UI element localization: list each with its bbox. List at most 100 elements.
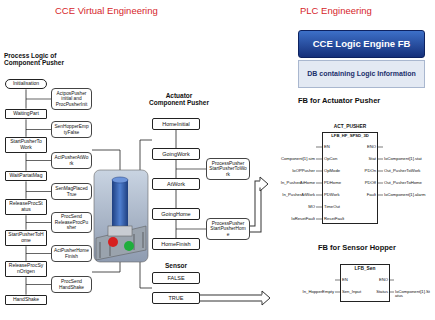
node-text: ProcessPusher StartPusherToWork	[209, 161, 247, 178]
pin-name: PDOn	[350, 169, 376, 174]
node-text: ReleaseProcStatus	[8, 201, 44, 213]
sequence-line	[26, 277, 27, 294]
connector-group	[26, 215, 27, 230]
sequence-line	[26, 153, 27, 170]
node-text: ProcessPusher StartPusherHome	[209, 221, 247, 238]
transition-condition: ProcSend HandShake	[51, 276, 92, 292]
db-box: DB containing Logic Information	[298, 60, 425, 88]
transition-tick	[26, 222, 51, 223]
transition-tick	[26, 160, 51, 161]
node-text: ActPusherAtWork	[54, 155, 89, 166]
engine-banner: CCE Logic Engine FB	[298, 30, 425, 58]
process-step: HandShake	[5, 295, 47, 306]
group-heading: Actuator Component Pusher	[148, 92, 210, 107]
process-step: ReleaseProcSynOrigen	[5, 261, 47, 278]
bracket-line	[140, 262, 152, 288]
connector-group	[176, 160, 177, 179]
actuator-state: GoingWork	[152, 148, 200, 159]
pin-wire	[378, 195, 383, 196]
fb-group: FB for Sensor HopperLFB_Sen	[270, 244, 433, 314]
signal-name: IoResetFault	[262, 217, 315, 222]
node-text: TRUE	[155, 295, 197, 301]
signal-name: IoComponent[1].Status	[395, 290, 432, 300]
sensor-state: FALSE	[152, 272, 200, 283]
node-text: WaitPartatMag	[8, 173, 44, 179]
simulation-view	[94, 170, 148, 262]
sequence-line	[176, 130, 177, 149]
connector-group	[176, 220, 177, 239]
hollow-arrow	[200, 295, 263, 302]
transition-tick	[176, 169, 206, 170]
node-text: FB for Sensor Hopper	[318, 244, 433, 253]
actuator-state: GoingHome	[152, 208, 200, 219]
transition-condition: ProcessPusher StartPusherHome	[206, 218, 250, 240]
connector-group	[200, 291, 270, 305]
green-part	[124, 241, 134, 251]
node-text: StartPusherToHome	[8, 232, 44, 244]
pin-name: Sen_Input	[342, 290, 368, 295]
process-step: WaitPartatMag	[5, 171, 47, 182]
pin-wire	[378, 171, 383, 172]
signal-name: IoComponent[1].alarm	[384, 193, 432, 198]
hollow-arrow	[250, 184, 261, 229]
transition-condition: ActPusherAtWork	[51, 152, 92, 168]
pin-name: ENO	[366, 278, 388, 283]
connector-group	[26, 89, 27, 108]
pusher-cylinder	[112, 180, 128, 232]
pin-wire	[378, 159, 383, 160]
page-title: CCE Virtual Engineering	[55, 5, 158, 16]
pin-wire	[390, 292, 394, 293]
connector-group	[176, 190, 177, 209]
sequence-line	[176, 160, 177, 179]
transition-condition: ProcessPusher StartPusherToWork	[206, 158, 250, 180]
connector-group	[176, 130, 177, 149]
transition-condition: ActposPusher initial and ProcPusherInit	[51, 88, 92, 110]
sequence-line	[26, 119, 27, 136]
pin-name: PDHome	[324, 181, 351, 186]
signal-name: Out_PusherToWork	[384, 169, 432, 174]
node-text: SenHopperEmptyFalse	[54, 124, 89, 135]
transition-condition: ActPusherHomeFinish	[51, 245, 92, 261]
node-text: FALSE	[155, 275, 197, 281]
process-step: Initialisation	[5, 79, 47, 90]
sequence-line	[26, 181, 27, 198]
node-text: Initialisation	[8, 81, 44, 87]
transition-tick	[26, 129, 51, 130]
signal-name: MO	[262, 205, 315, 210]
transition-tick	[26, 284, 51, 285]
cylinder-top	[112, 177, 128, 183]
node-text: LFB_Sen	[342, 266, 388, 272]
connector-group	[26, 277, 27, 294]
sequence-line	[26, 215, 27, 230]
actuator-state: HomeFinish	[152, 238, 200, 249]
arrow-head	[262, 291, 270, 305]
node-text: ActposPusher initial and ProcPusherInit	[54, 91, 89, 108]
connector-group	[26, 153, 27, 170]
sequence-line	[176, 220, 177, 239]
pin-name: OpMode	[324, 169, 351, 174]
node-text: StartPusherToWork	[8, 139, 44, 151]
signal-name: IoComponent[1].stat	[384, 157, 432, 162]
node-text: ProcSend HandShake	[54, 279, 89, 290]
process-step: WaitingPart	[5, 109, 47, 120]
sequence-line	[176, 190, 177, 209]
node-text: AtWork	[155, 181, 197, 187]
group-heading: Process Logic of Component Pusher	[4, 52, 90, 67]
node-text: GoingWork	[155, 151, 197, 157]
node-text: FB for Actuator Pusher	[298, 97, 433, 106]
node-text: SenMagPlacedTrue	[54, 186, 89, 197]
transition-condition: SenHopperEmptyFalse	[51, 121, 92, 137]
process-step: ReleaseProcStatus	[5, 199, 47, 216]
connector-group	[26, 246, 27, 261]
pin-wire	[390, 280, 394, 281]
node-text: ReleaseProcSynOrigen	[8, 263, 44, 275]
node-text: GoingHome	[155, 211, 197, 217]
signal-name: In_HopperEmpty	[272, 290, 334, 295]
bracket-line	[92, 150, 120, 170]
pin-name: ResetFault	[324, 217, 351, 222]
node-text: HomeInitial	[155, 121, 197, 127]
hollow-arrow-inner	[250, 184, 261, 229]
signal-name: IoOPPusher	[262, 169, 315, 174]
conveyor-roller	[100, 242, 101, 258]
pin-name: PDWork	[324, 193, 351, 198]
